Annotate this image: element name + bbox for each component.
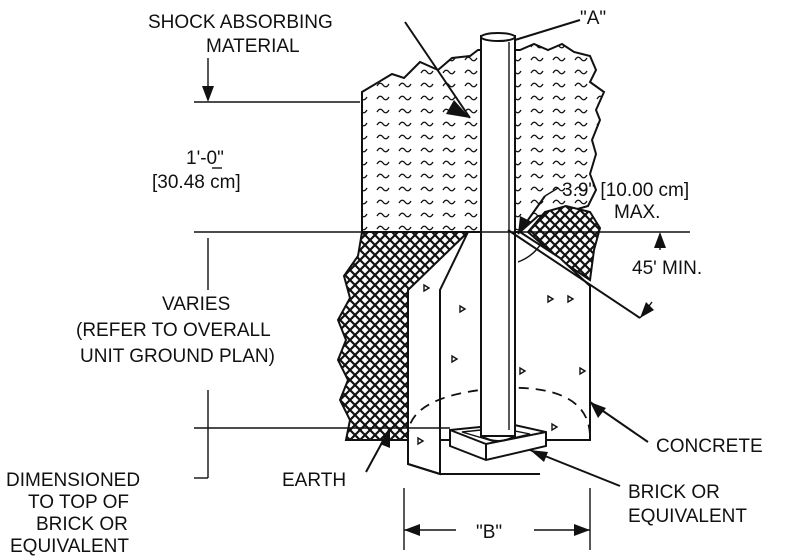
angle-label: 45' MIN. xyxy=(632,258,702,279)
concrete-label: CONCRETE xyxy=(656,436,763,457)
varies-label-3: UNIT GROUND PLAN) xyxy=(80,346,275,367)
gap-dimension-label-2: MAX. xyxy=(614,202,660,223)
dimensioned-label-2: TO TOP OF xyxy=(28,492,129,513)
post-a xyxy=(480,32,516,442)
brick-label-1: BRICK OR xyxy=(628,482,720,503)
varies-label-1: VARIES xyxy=(162,294,230,315)
dimension-lines xyxy=(194,19,690,550)
post-a-label: "A" xyxy=(580,8,606,29)
dimensioned-label-1: DIMENSIONED xyxy=(6,470,140,491)
varies-label-2: (REFER TO OVERALL xyxy=(76,320,271,341)
depth-dimension-label-2: [30.48 cm] xyxy=(152,172,241,193)
diagram-labels: SHOCK ABSORBING MATERIAL "A" 1'-0" [30.4… xyxy=(6,8,763,557)
earth-label: EARTH xyxy=(282,470,346,491)
depth-dimension-label-1: 1'-0" xyxy=(186,148,224,169)
brick-label-2: EQUIVALENT xyxy=(628,506,747,527)
dimensioned-label-4: EQUIVALENT xyxy=(10,536,129,557)
gap-dimension-label-1: 3.9" [10.00 cm] xyxy=(562,180,689,201)
dimensioned-label-3: BRICK OR xyxy=(36,514,128,535)
shock-absorbing-label-2: MATERIAL xyxy=(206,36,300,57)
width-b-label: "B" xyxy=(476,522,502,543)
shock-absorbing-label-1: SHOCK ABSORBING xyxy=(148,12,333,33)
